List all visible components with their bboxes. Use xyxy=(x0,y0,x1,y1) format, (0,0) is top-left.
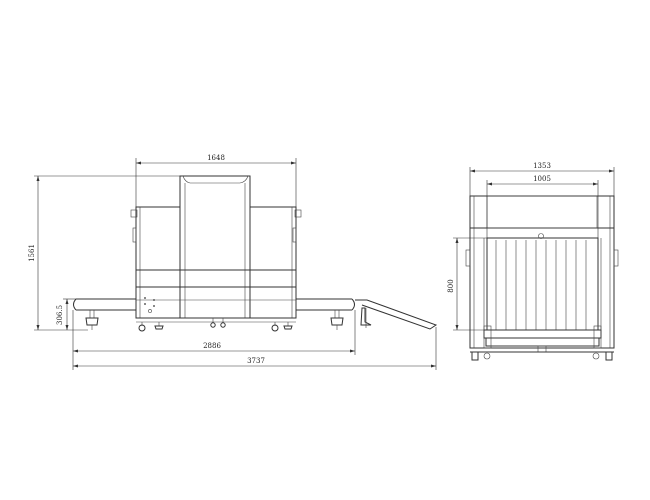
exit-ramp xyxy=(355,299,438,330)
front-housing xyxy=(469,195,615,349)
dim-total-height: 1561 xyxy=(28,175,180,331)
front-conveyor xyxy=(483,325,602,353)
side-view: 1648 1561 306.5 2886 xyxy=(28,154,438,370)
dim-tunnel-height: 800 xyxy=(447,237,487,331)
dim-label-306-5: 306.5 xyxy=(56,305,64,325)
dim-tunnel-width: 1005 xyxy=(486,175,599,238)
front-feet xyxy=(471,351,613,361)
left-conveyor xyxy=(73,298,136,330)
dim-label-1648: 1648 xyxy=(207,154,225,162)
dim-outer-width: 1353 xyxy=(469,162,615,196)
front-view: 1353 1005 800 xyxy=(447,162,619,361)
dim-conveyor-height: 306.5 xyxy=(56,298,76,330)
dim-label-1353: 1353 xyxy=(533,162,551,170)
right-conveyor xyxy=(296,298,355,330)
tunnel-opening xyxy=(486,237,599,331)
dim-label-3737: 3737 xyxy=(247,357,265,365)
dim-label-1005: 1005 xyxy=(533,175,551,183)
dim-overall-length: 3737 xyxy=(73,327,437,370)
casters xyxy=(138,318,293,332)
dim-conveyor-length: 2886 xyxy=(72,310,356,370)
dim-label-800: 800 xyxy=(447,279,455,292)
tunnel-curtain xyxy=(495,240,587,330)
dim-label-1561: 1561 xyxy=(28,244,36,262)
right-housing xyxy=(249,206,297,319)
dim-label-2886: 2886 xyxy=(203,342,221,350)
left-housing xyxy=(135,206,181,319)
panel-dots xyxy=(144,297,155,313)
dim-machine-width: 1648 xyxy=(135,154,297,207)
center-housing xyxy=(179,175,251,319)
